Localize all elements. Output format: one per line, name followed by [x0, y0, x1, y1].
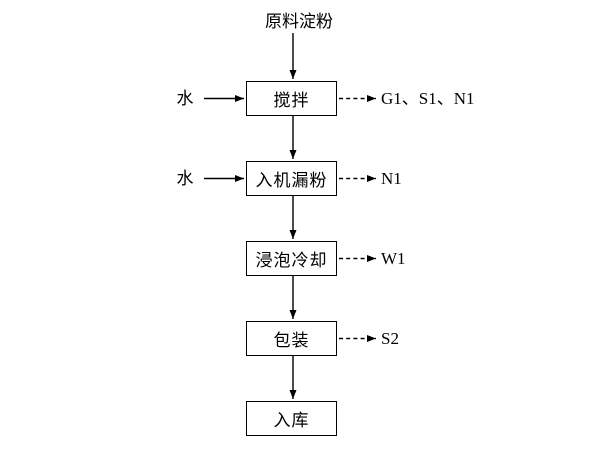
- flow-box-packing: 包装: [246, 321, 337, 356]
- output-label-packing: S2: [381, 329, 399, 348]
- source-material-label: 原料淀粉: [265, 12, 333, 31]
- flow-box-packing-label: 包装: [273, 331, 310, 350]
- flow-box-stirring: 搅拌: [246, 81, 337, 116]
- flow-box-storage-label: 入库: [273, 411, 310, 430]
- flow-box-feeding-label: 入机漏粉: [255, 171, 328, 190]
- output-label-stirring: G1、S1、N1: [381, 89, 475, 108]
- output-label-feeding: N1: [381, 169, 402, 188]
- flow-box-soaking-cooling-label: 浸泡冷却: [255, 251, 328, 270]
- output-label-soaking: W1: [381, 249, 406, 268]
- flow-box-soaking-cooling: 浸泡冷却: [246, 241, 337, 276]
- flow-box-storage: 入库: [246, 401, 337, 436]
- flow-box-feeding: 入机漏粉: [246, 161, 337, 196]
- water-input-label-stirring: 水: [176, 89, 194, 108]
- flow-box-stirring-label: 搅拌: [273, 91, 310, 110]
- water-input-label-feeding: 水: [176, 169, 194, 188]
